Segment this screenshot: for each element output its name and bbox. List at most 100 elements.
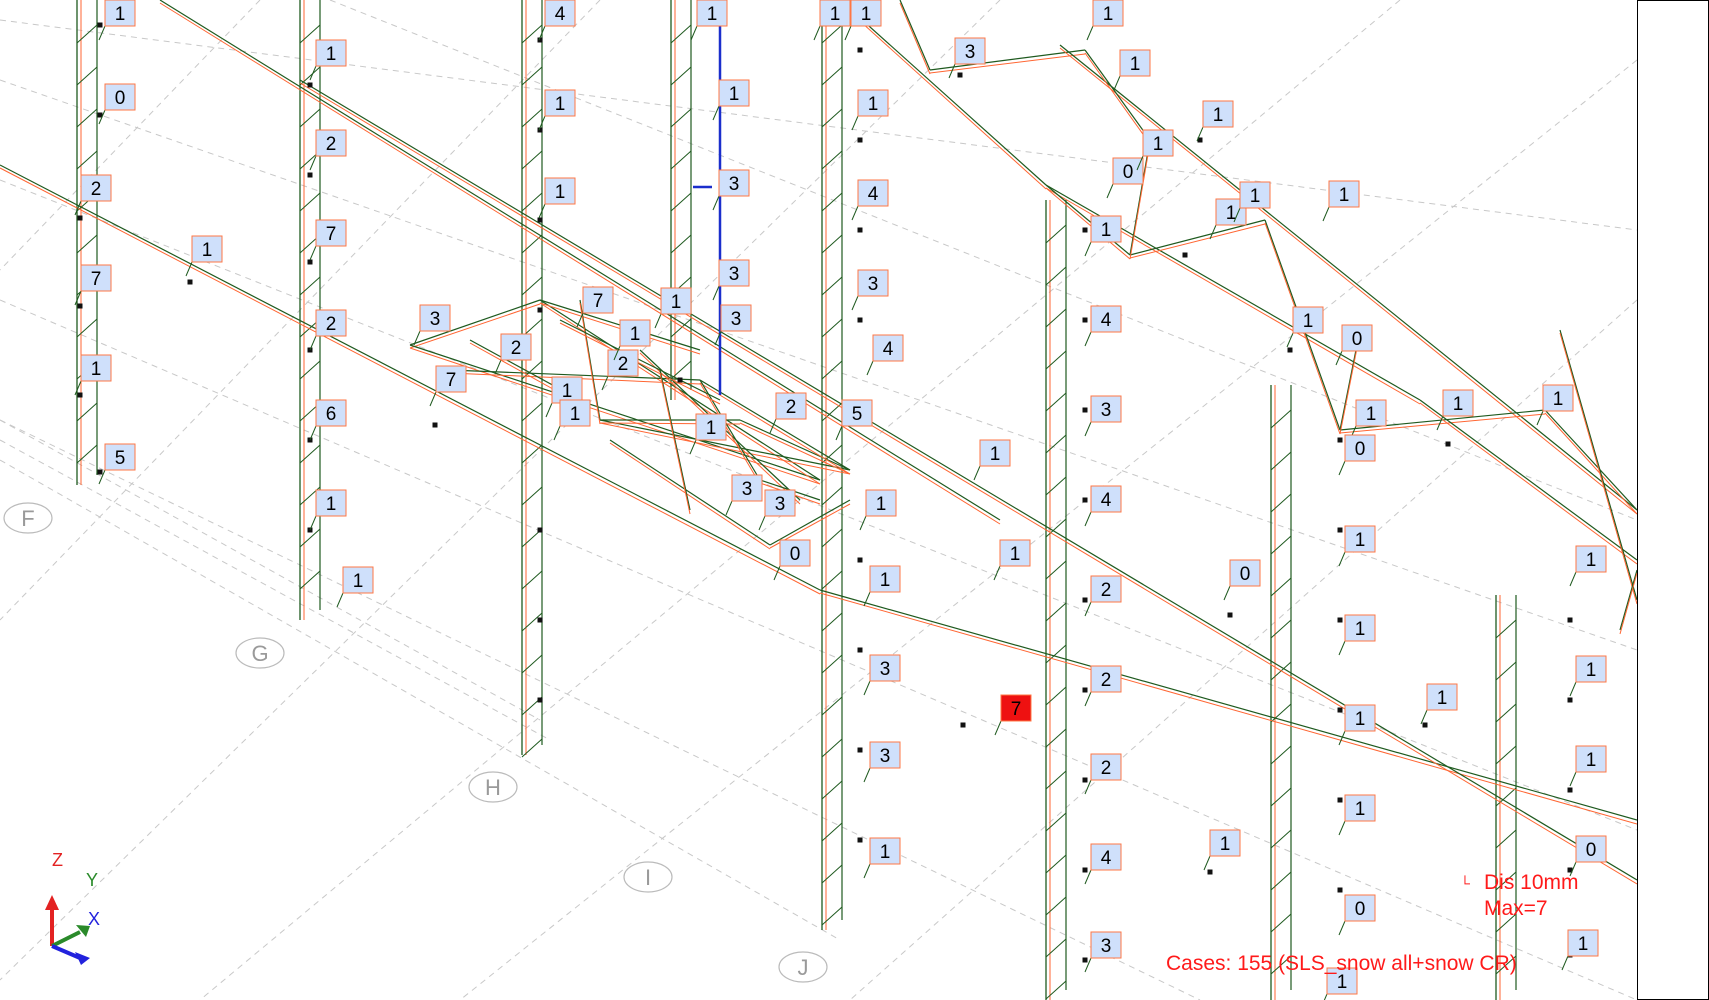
displacement-tag[interactable]: 1 (1569, 545, 1607, 587)
displacement-tag[interactable]: 3 (712, 259, 750, 301)
displacement-tag[interactable]: 1 (1196, 100, 1234, 142)
tag-value: 7 (446, 370, 457, 391)
displacement-tag[interactable]: 1 (1338, 704, 1376, 746)
displacement-tag[interactable]: 0 (1338, 894, 1376, 936)
displacement-tag[interactable]: 1 (1420, 683, 1458, 725)
displacement-tag[interactable]: 3 (758, 489, 796, 531)
displacement-tag[interactable]: 5 (98, 443, 136, 485)
displacement-tag[interactable]: 1 (859, 489, 897, 531)
displacement-tag[interactable]: 1 (1338, 525, 1376, 567)
displacement-tag[interactable]: 1 (1286, 306, 1324, 348)
displacement-tag[interactable]: 6 (309, 399, 347, 441)
displacement-tag[interactable]: 2 (74, 174, 112, 216)
displacement-tag[interactable]: 2 (1084, 665, 1122, 707)
displacement-tag[interactable]: 2 (601, 349, 639, 391)
displacement-tag[interactable]: 1 (813, 0, 851, 41)
displacement-tag[interactable]: 4 (1084, 305, 1122, 347)
displacement-tag[interactable]: 1 (1436, 389, 1474, 431)
side-panel[interactable] (1637, 0, 1709, 1000)
displacement-tag[interactable]: 1 (851, 89, 889, 131)
displacement-tag[interactable]: 1 (1113, 49, 1151, 91)
displacement-tag[interactable]: 1 (1536, 384, 1574, 426)
displacement-tag[interactable]: 0 (1106, 157, 1144, 199)
displacement-tag[interactable]: 7 (576, 286, 614, 328)
displacement-tag[interactable]: 1 (1322, 180, 1360, 222)
displacement-tag[interactable]: 1 (973, 439, 1011, 481)
displacement-tag[interactable]: 2 (494, 333, 532, 375)
frame-member (159, 0, 1001, 521)
displacement-tag[interactable]: 1 (538, 177, 576, 219)
displacement-tag[interactable]: 7 (429, 365, 467, 407)
displacement-tag[interactable]: 1 (1086, 0, 1124, 41)
displacement-tag[interactable]: 1 (1338, 614, 1376, 656)
displacement-tag[interactable]: 3 (851, 269, 889, 311)
displacement-tag[interactable]: 1 (309, 39, 347, 81)
displacement-tag[interactable]: 1 (185, 235, 223, 277)
displacement-tag[interactable]: 2 (1084, 575, 1122, 617)
displacement-tag[interactable]: 1 (1136, 129, 1174, 171)
displacement-tag[interactable]: 4 (1084, 843, 1122, 885)
displacement-tag[interactable]: 1 (1561, 929, 1599, 971)
node-marker (857, 227, 863, 233)
displacement-tag[interactable]: 5 (835, 399, 873, 441)
max-displacement-tag[interactable]: 7 (994, 694, 1032, 736)
displacement-tag[interactable]: 3 (863, 654, 901, 696)
displacement-tag[interactable]: 4 (851, 179, 889, 221)
tag-value: 1 (1220, 834, 1231, 855)
displacement-tag[interactable]: 1 (863, 837, 901, 879)
displacement-tag[interactable]: 1 (712, 79, 750, 121)
displacement-tag[interactable]: 3 (714, 304, 752, 346)
displacement-tag[interactable]: 0 (1569, 835, 1607, 877)
displacement-tag[interactable]: 3 (725, 474, 763, 516)
displacement-tag[interactable]: 1 (545, 376, 583, 418)
tag-value: 5 (115, 448, 126, 469)
displacement-tag[interactable]: 1 (1338, 794, 1376, 836)
displacement-tag[interactable]: 1 (309, 489, 347, 531)
displacement-tag[interactable]: 1 (1233, 181, 1271, 223)
displacement-tag[interactable]: 3 (1084, 395, 1122, 437)
displacement-tag[interactable]: 1 (538, 89, 576, 131)
displacement-tag[interactable]: 2 (309, 129, 347, 171)
displacement-tag[interactable]: 1 (74, 354, 112, 396)
displacement-tag[interactable]: 1 (654, 287, 692, 329)
grid-axis-bubble (235, 637, 285, 669)
displacement-tag[interactable]: 1 (690, 0, 728, 41)
displacement-tag[interactable]: 4 (538, 0, 576, 41)
displacement-tag[interactable]: 1 (1203, 829, 1241, 871)
displacement-tag[interactable]: 1 (336, 566, 374, 608)
frame-members (0, 0, 1637, 1000)
displacement-tag[interactable]: 3 (863, 741, 901, 783)
displacement-tag[interactable]: 1 (98, 0, 136, 41)
displacement-tag[interactable]: 0 (1223, 559, 1261, 601)
displacement-tag[interactable]: 4 (866, 334, 904, 376)
node-marker (1337, 797, 1343, 803)
displacement-tag[interactable]: 2 (1084, 753, 1122, 795)
displacement-tag[interactable]: 0 (1338, 434, 1376, 476)
displacement-tag[interactable]: 4 (1084, 485, 1122, 527)
displacement-tag[interactable]: 7 (309, 219, 347, 261)
displacement-tag[interactable]: 0 (98, 83, 136, 125)
displacement-tag[interactable]: 1 (1349, 399, 1387, 441)
displacement-tag[interactable]: 1 (863, 565, 901, 607)
displacement-tag[interactable]: 3 (948, 37, 986, 79)
displacement-tag[interactable]: 1 (1084, 215, 1122, 257)
displacement-tag[interactable]: 1 (844, 0, 882, 41)
displacement-tag[interactable]: 2 (309, 309, 347, 351)
displacement-tag[interactable]: 1 (1569, 745, 1607, 787)
displacement-tag[interactable]: 7 (74, 264, 112, 306)
displacement-tag[interactable]: 3 (712, 169, 750, 211)
displacement-tag[interactable]: 1 (993, 539, 1031, 581)
displacement-tag[interactable]: 1 (553, 399, 591, 441)
displacement-tag[interactable]: 1 (689, 413, 727, 455)
displacement-tag[interactable]: 2 (769, 392, 807, 434)
displacement-tag[interactable]: 0 (773, 539, 811, 581)
tag-leader (712, 195, 720, 211)
displacement-tag[interactable]: 1 (613, 319, 651, 361)
displacement-tag[interactable]: 1 (1569, 655, 1607, 697)
displacement-tag[interactable]: 1 (1321, 967, 1358, 1000)
displacement-tag[interactable]: 3 (413, 304, 451, 346)
displacement-tag[interactable]: 0 (1335, 324, 1373, 366)
displacement-tag[interactable]: 3 (1084, 931, 1122, 973)
